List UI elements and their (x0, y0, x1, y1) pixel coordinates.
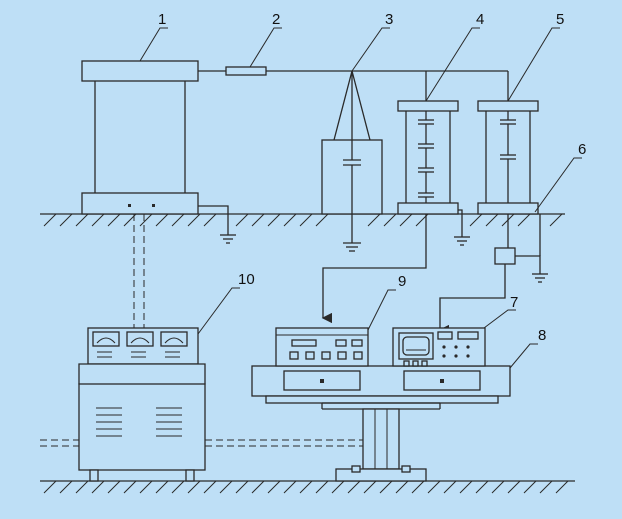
label-10: 10 (238, 271, 255, 288)
label-3: 3 (385, 11, 393, 28)
measuring-instrument (275, 327, 369, 367)
transformer (81, 60, 236, 244)
reference-capacitor (477, 71, 539, 248)
label-6: 6 (578, 141, 586, 158)
control-console (40, 214, 368, 482)
label-1: 1 (158, 11, 166, 28)
discharge-detector (392, 327, 486, 367)
label-4: 4 (476, 11, 484, 28)
instrument-table (251, 365, 511, 482)
label-2: 2 (272, 11, 280, 28)
leader-lines (139, 27, 582, 369)
label-5: 5 (556, 11, 564, 28)
label-9: 9 (398, 273, 406, 290)
component-labels: 1 2 3 4 5 6 7 8 9 10 (158, 11, 586, 344)
upper-ground (40, 213, 565, 227)
label-8: 8 (538, 327, 546, 344)
label-7: 7 (510, 294, 518, 311)
measuring-impedance (438, 214, 548, 336)
floor-ground (40, 480, 575, 494)
protective-resistor (198, 66, 508, 76)
test-capacitor (321, 70, 383, 252)
capacitive-divider (321, 71, 470, 324)
